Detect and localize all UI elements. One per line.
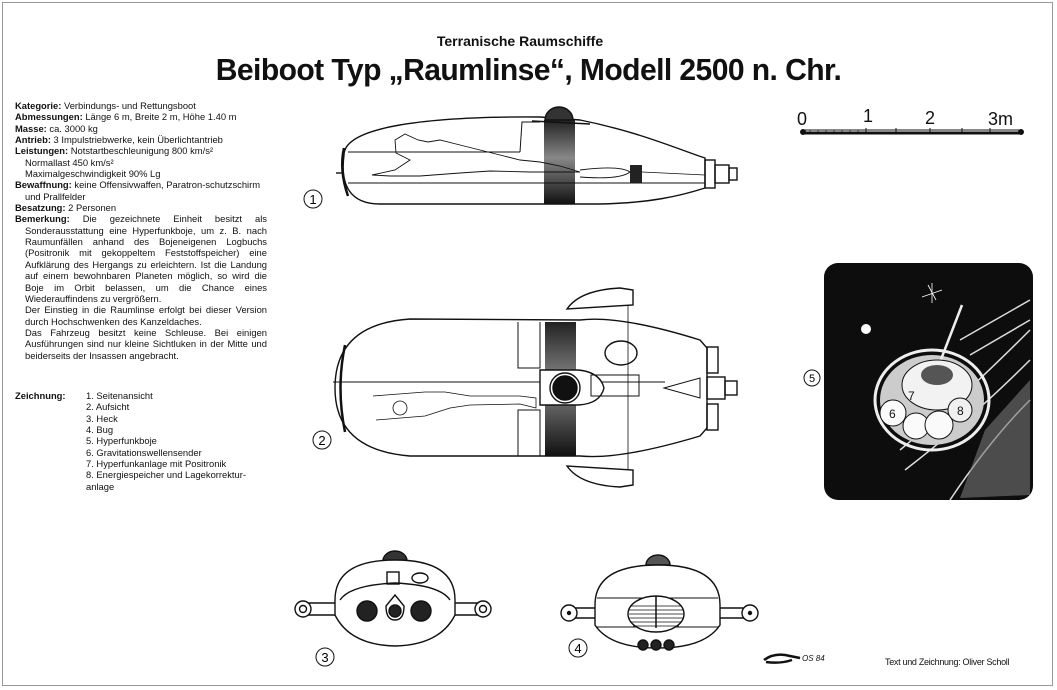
spec-besatzung: Besatzung: 2 Personen <box>15 202 267 213</box>
spec-value: Länge 6 m, Breite 2 m, Höhe 1.40 m <box>85 111 237 123</box>
side-view-drawing <box>336 106 738 205</box>
spec-label: Besatzung: <box>15 202 66 214</box>
figure-marker-5: 5 <box>803 369 821 387</box>
buoy-label: 8 <box>957 404 964 418</box>
spec-value: Das Fahrzeug besitzt keine Schleuse. Bei… <box>25 326 267 361</box>
page-title: Beiboot Typ „Raumlinse“, Modell 2500 n. … <box>215 52 842 87</box>
legend-item: 7. Hyperfunkanlage mit Positronik <box>86 458 227 470</box>
front-view-drawing <box>560 554 759 651</box>
spec-label: Masse: <box>15 122 47 134</box>
spec-sheet: Kategorie: Verbindungs- und Rettungsboot… <box>15 100 267 361</box>
legend-item: 5. Hyperfunkboje <box>86 435 157 447</box>
spec-value: Maximalgeschwindigkeit 90% Lg <box>25 168 161 180</box>
legend-item: anlage <box>86 480 115 492</box>
legend-item: 1. Seitenansicht <box>86 390 153 401</box>
spec-antrieb: Antrieb: 3 Impulstriebwerke, kein Überli… <box>15 134 267 145</box>
spec-label: Abmessungen: <box>15 111 83 123</box>
spec-value: ca. 3000 kg <box>49 122 98 134</box>
spec-value: Verbindungs- und Rettungsboot <box>63 100 196 111</box>
svg-text:3: 3 <box>321 650 328 665</box>
drawing-legend: Zeichnung: 1. Seitenansicht 2. Aufsicht … <box>15 390 246 492</box>
spec-value: Die gezeichnete Einheit besitzt als Sond… <box>25 213 267 304</box>
figure-marker-3: 3 <box>315 647 335 667</box>
spec-value: Normallast 450 km/s² <box>25 156 114 168</box>
spec-masse: Masse: ca. 3000 kg <box>15 123 267 134</box>
spec-value: 3 Impulstriebwerke, kein Überlichtantrie… <box>53 134 223 146</box>
scale-tick: 0 <box>797 109 807 129</box>
legend-item: 4. Bug <box>86 424 114 436</box>
figure-marker-2: 2 <box>312 430 332 450</box>
scale-labels: 0 1 2 3m <box>797 106 1013 129</box>
legend-item: 6. Gravitationswellensender <box>86 446 202 458</box>
svg-text:4: 4 <box>574 641 581 656</box>
spec-leistungen: Leistungen: Notstartbeschleunigung 800 k… <box>15 145 267 156</box>
spec-value: 2 Personen <box>68 202 117 214</box>
spec-value: keine Offensivwaffen, Paratron-schutzsch… <box>25 179 261 202</box>
svg-text:2: 2 <box>318 433 325 448</box>
spec-label: Leistungen: <box>15 145 69 157</box>
legend-label: Zeichnung: <box>15 390 66 401</box>
spec-abmessungen: Abmessungen: Länge 6 m, Breite 2 m, Höhe… <box>15 111 267 122</box>
scale-tick: 2 <box>925 108 935 128</box>
spec-kategorie: Kategorie: Verbindungs- und Rettungsboot <box>15 100 267 111</box>
legend-items: 1. Seitenansicht 2. Aufsicht 3. Heck 4. … <box>86 390 286 492</box>
series-subtitle: Terranische Raumschiffe <box>436 33 604 49</box>
artist-signature: OS 84 <box>763 653 825 664</box>
rear-view-drawing <box>294 550 492 647</box>
spec-label: Kategorie: <box>15 100 62 111</box>
svg-text:OS 84: OS 84 <box>802 654 825 663</box>
spec-label: Bemerkung: <box>15 213 70 225</box>
top-view-drawing <box>333 287 738 488</box>
hyperfunk-buoy-illustration: 6 7 8 <box>824 263 1033 501</box>
svg-text:5: 5 <box>809 373 815 385</box>
spec-label: Antrieb: <box>15 134 51 146</box>
legend-item: 3. Heck <box>86 412 118 424</box>
scale-tick: 3m <box>988 109 1013 129</box>
figure-marker-1: 1 <box>303 189 323 209</box>
spec-label: Bewaffnung: <box>15 179 72 191</box>
spec-value: Notstartbeschleunigung 800 km/s² <box>70 145 213 157</box>
legend-item: 2. Aufsicht <box>86 401 130 413</box>
legend-item: 8. Energiespeicher und Lagekorrektur- <box>86 469 246 481</box>
credit-line: Text und Zeichnung: Oliver Scholl <box>885 657 1010 667</box>
scale-bar <box>800 128 1024 135</box>
figure-marker-4: 4 <box>568 638 588 658</box>
buoy-label: 7 <box>908 389 915 403</box>
scale-tick: 1 <box>863 106 873 126</box>
spec-bewaffnung: Bewaffnung: keine Offensivwaffen, Paratr… <box>15 179 267 202</box>
spec-value: Der Einstieg in die Raumlinse erfolgt be… <box>25 304 267 327</box>
spec-bemerkung: Bemerkung: Die gezeichnete Einheit besit… <box>15 213 267 304</box>
svg-text:1: 1 <box>309 192 316 207</box>
buoy-label: 6 <box>889 407 896 421</box>
